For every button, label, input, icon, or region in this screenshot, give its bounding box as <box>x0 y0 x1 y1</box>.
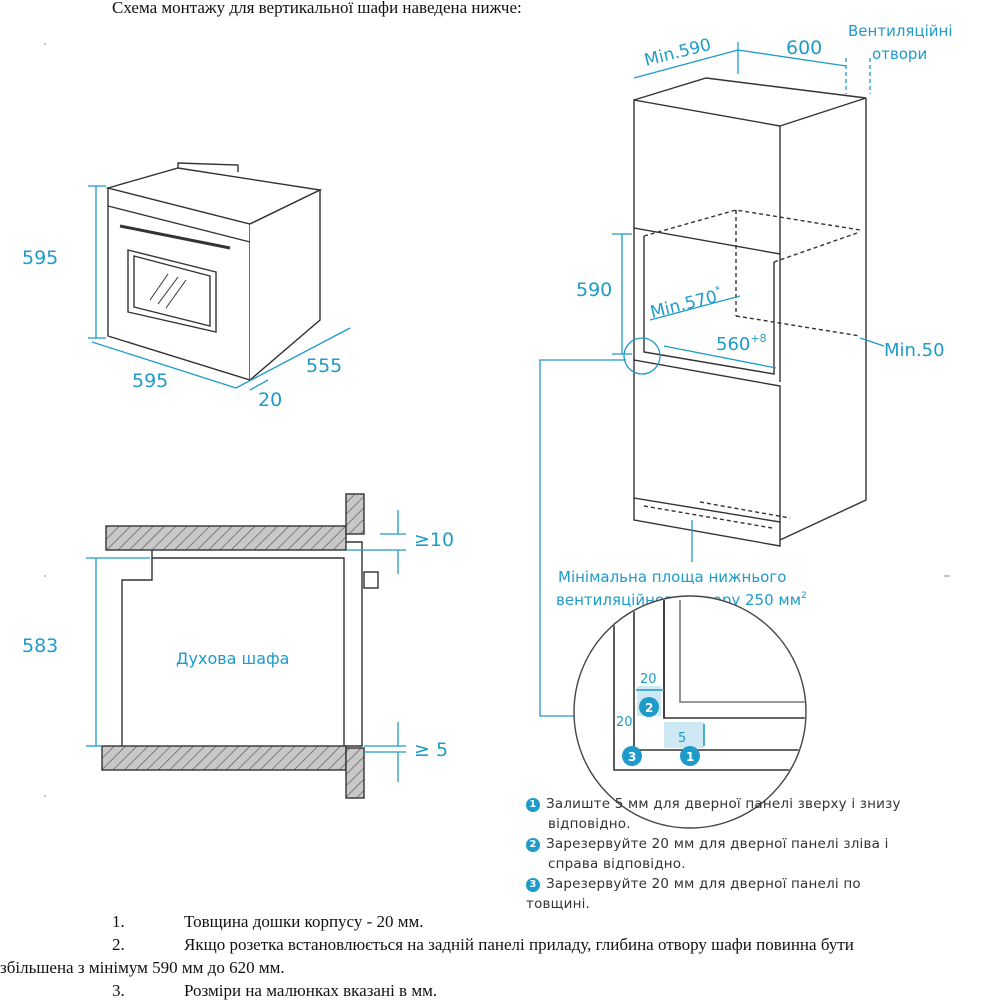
svg-text:2: 2 <box>645 701 653 715</box>
legend-item-3-cont: товщині. <box>526 896 591 912</box>
oven-dimension-lines <box>88 185 351 391</box>
top-gap-label: ≥10 <box>414 529 454 551</box>
footnote-3: 3. Розміри на малюнках вказані в мм. <box>112 981 438 1000</box>
legend-badge-3: 3 <box>526 878 540 892</box>
side-gap-label: Min.50 <box>884 340 945 361</box>
footnote-2-cont: збільшена з мінімум 590 мм до 620 мм. <box>0 958 285 977</box>
niche-height-label: 590 <box>576 279 612 301</box>
oven-section-label: Духова шафа <box>176 649 289 668</box>
svg-text:1: 1 <box>686 750 694 764</box>
legend-item-2-cont: справа відповідно. <box>548 856 686 872</box>
oven-height-label: 595 <box>22 247 58 269</box>
cabinet-min-depth-label: Min.590 <box>642 35 713 71</box>
niche-width-label: 560+8 <box>716 332 767 355</box>
section-dimension-lines <box>86 510 406 782</box>
page-title: Схема монтажу для вертикальної шафи наве… <box>112 0 522 17</box>
cabinet-width-label: 600 <box>786 37 822 59</box>
detail-badge-1 <box>680 746 700 766</box>
niche-depth-label: Min.570* <box>648 285 724 323</box>
side-section <box>101 493 379 799</box>
detail-dim-gap: 5 <box>678 731 686 746</box>
oven-depth-label: 555 <box>306 355 342 377</box>
footnote-2: 2. Якщо розетка встановлюється на задній… <box>112 935 854 954</box>
svg-text:3: 3 <box>628 750 636 764</box>
footnotes: 1. Товщина дошки корпусу - 20 мм. 2. Якщ… <box>0 910 1000 1002</box>
vent-label-line1: Вентиляційні <box>848 22 953 40</box>
corner-detail: 20 20 5 2 3 1 <box>573 595 807 829</box>
vent-label-line2: отвори <box>872 45 927 63</box>
cabinet-dimension-lines <box>539 42 885 717</box>
legend-badge-1: 1 <box>526 798 540 812</box>
bottom-gap-label: ≥ 5 <box>414 739 448 761</box>
oven-width-label: 595 <box>132 370 168 392</box>
section-height-label: 583 <box>22 635 58 657</box>
footnote-1: 1. Товщина дошки корпусу - 20 мм. <box>112 912 424 931</box>
detail-dim-top: 20 <box>640 672 657 687</box>
detail-dim-side: 20 <box>616 715 633 730</box>
tall-cabinet <box>633 77 867 547</box>
detail-badge-3 <box>622 746 642 766</box>
oven-door-label: 20 <box>258 389 282 411</box>
legend-item-1-cont: відповідно. <box>548 816 631 832</box>
oven-isometric <box>105 162 323 381</box>
bottom-vent-line1: Мінімальна площа нижнього <box>558 568 786 586</box>
detail-badge-2 <box>639 697 659 717</box>
legend-badge-2: 2 <box>526 838 540 852</box>
margin-ticks <box>44 43 950 797</box>
